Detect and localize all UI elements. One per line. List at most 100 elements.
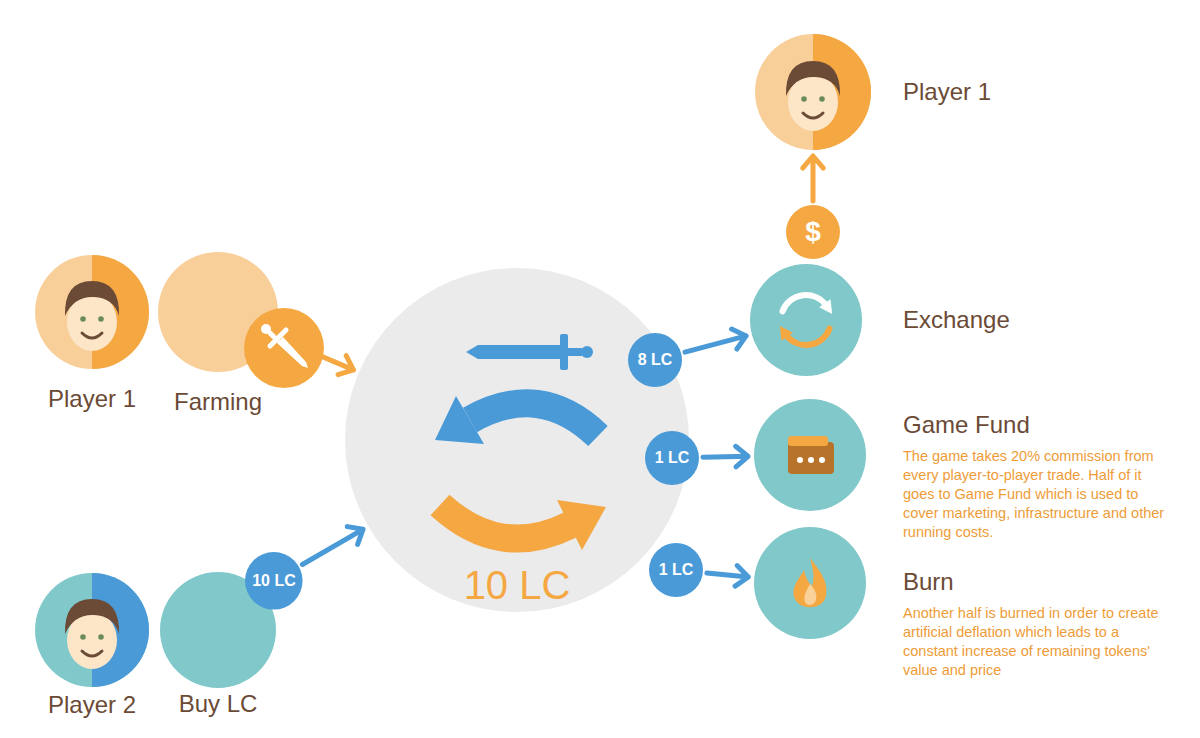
circle-fill (158, 252, 278, 372)
circle-fill (628, 333, 682, 387)
circle-fill (645, 431, 699, 485)
wallet-dot (808, 457, 814, 463)
circle-shape (755, 34, 871, 150)
text-holder: 10 LC (345, 561, 689, 609)
circle-node: 1 LC (645, 431, 699, 485)
swap-arrowhead-orange (557, 500, 606, 550)
circle-fill (35, 573, 149, 687)
circle-node: 8 LC (628, 333, 682, 387)
text-holder: BurnAnother half is burned in order to c… (903, 568, 1168, 680)
circle-node: Farming (158, 252, 278, 372)
circle-fill (649, 543, 703, 597)
circle-node: BurnAnother half is burned in order to c… (754, 527, 866, 639)
sword-blade (466, 345, 560, 359)
node-label: $ (805, 215, 821, 249)
circle-fill (245, 552, 303, 610)
wallet-icon (788, 442, 834, 474)
sword-handle (568, 348, 582, 356)
node-label: Farming (174, 388, 262, 417)
text-holder: Farming (174, 388, 262, 417)
flow-arrow (803, 156, 824, 201)
flame-core (804, 584, 816, 605)
node-label: 1 LC (659, 560, 694, 579)
circle-node: Player 1 (35, 255, 149, 369)
node-label: 1 LC (655, 448, 690, 467)
circle-fill (754, 527, 866, 639)
body-text: The game takes 20% commission from every… (903, 447, 1168, 542)
text-holder: 1 LC (645, 431, 699, 485)
circle-fill (755, 34, 871, 150)
sword-pommel (261, 324, 271, 334)
node-heading: Player 1 (903, 78, 991, 107)
sword-guard (270, 330, 286, 346)
node-label: Player 1 (48, 385, 136, 414)
text-holder: Player 1 (48, 385, 136, 414)
wallet-dot (797, 457, 803, 463)
sword-blade (277, 337, 308, 368)
exchange-arc (783, 295, 827, 311)
circle-fill (750, 264, 862, 376)
node-heading: Burn (903, 568, 1168, 597)
flow-arrow (703, 446, 748, 467)
text-holder: 1 LC (649, 543, 703, 597)
circle-fill (754, 399, 866, 511)
sword-guard (560, 334, 568, 370)
flow-arrow (302, 527, 363, 565)
exchange-arrowhead (819, 299, 832, 314)
wallet-flap (788, 436, 828, 446)
circle-half (92, 255, 149, 369)
circle-shape (158, 252, 278, 372)
circle-node: 10 LC (245, 552, 303, 610)
text-holder: Buy LC (179, 690, 258, 719)
wallet-dot (819, 457, 825, 463)
player-avatar (786, 61, 840, 131)
node-label: 10 LC (252, 571, 296, 590)
circle-node: 10 LC (345, 268, 689, 612)
circle-half (813, 34, 871, 150)
swap-arrowhead-blue (435, 396, 484, 444)
flow-arrow (707, 566, 748, 587)
circle-node: Game FundThe game takes 20% commission f… (754, 399, 866, 511)
text-holder: $ (786, 205, 840, 259)
exchange-arrowhead (780, 326, 793, 341)
node-label: Player 2 (48, 691, 136, 720)
text-holder: Game FundThe game takes 20% commission f… (903, 411, 1168, 542)
sword-badge (244, 308, 324, 388)
circle-shape (754, 527, 866, 639)
sword-pommel (581, 346, 593, 358)
flow-arrow (685, 329, 746, 352)
player-avatar (65, 599, 119, 669)
circle-half (92, 573, 149, 687)
circle-shape (35, 573, 149, 687)
text-holder: Exchange (903, 306, 1010, 335)
circle-shape (754, 399, 866, 511)
flame-icon (794, 558, 827, 607)
text-holder: Player 1 (903, 78, 991, 107)
node-heading: Game Fund (903, 411, 1168, 440)
circle-node: $ (786, 205, 840, 259)
circle-shape (345, 268, 689, 612)
sword-handle (270, 333, 277, 340)
text-holder: Player 2 (48, 691, 136, 720)
node-label: 8 LC (638, 350, 673, 369)
flow-arrow (277, 337, 354, 374)
circle-shape (35, 255, 149, 369)
circle-fill (345, 268, 689, 612)
circle-shape (750, 264, 862, 376)
text-holder: 8 LC (628, 333, 682, 387)
node-heading: Exchange (903, 306, 1010, 335)
circle-fill (786, 205, 840, 259)
exchange-arc (786, 329, 830, 345)
node-label: Buy LC (179, 690, 258, 719)
node-label: 10 LC (345, 561, 689, 609)
swap-arrow-orange (440, 505, 570, 539)
body-text: Another half is burned in order to creat… (903, 604, 1168, 680)
swap-arrow-blue (470, 403, 598, 436)
circle-node: Player 1 (755, 34, 871, 150)
circle-node: 1 LC (649, 543, 703, 597)
circle-fill (35, 255, 149, 369)
text-holder: 10 LC (245, 552, 303, 610)
circle-node: Exchange (750, 264, 862, 376)
player-avatar (65, 281, 119, 351)
